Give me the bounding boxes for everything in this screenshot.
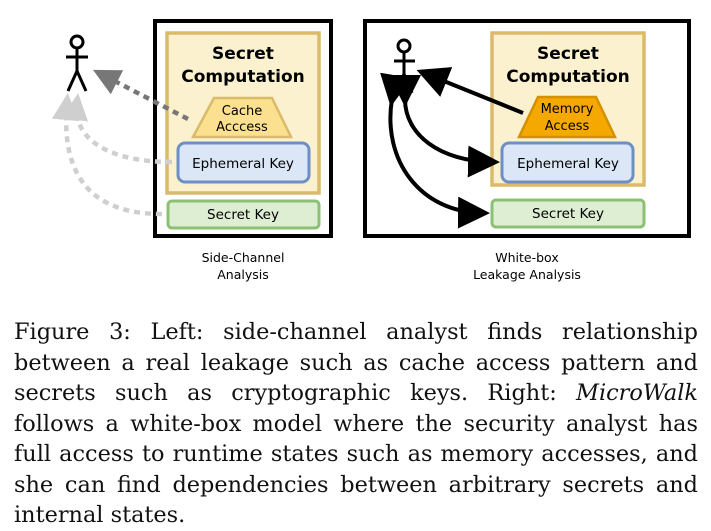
left-panel-caption-line2: Analysis: [217, 267, 269, 282]
left-secret-key-label: Secret Key: [207, 207, 279, 223]
right-memory-access-line2: Access: [545, 119, 590, 134]
right-secret-key-label: Secret Key: [532, 206, 604, 222]
right-memory-access-trapezoid: [517, 95, 617, 139]
caption-suffix: follows a white-box model where the secu…: [14, 410, 698, 529]
left-ephemeral-key-label: Ephemeral Key: [192, 156, 294, 172]
left-cache-access-line1: Cache: [222, 104, 262, 119]
left-arrow-cache-to-analyst: [93, 69, 190, 121]
right-secret-key-box: [490, 198, 646, 229]
left-computation-title-line1: Secret: [212, 44, 274, 64]
right-panel-caption-line1: White-box: [495, 250, 558, 265]
right-arrow-secret-analyst: [380, 72, 490, 229]
figure-caption: Figure 3: Left: side-channel analyst fin…: [14, 317, 698, 531]
left-panel-caption-line1: Side-Channel: [202, 250, 285, 265]
left-computation-title-line2: Computation: [181, 67, 304, 87]
right-computation-title-line1: Secret: [537, 44, 599, 64]
right-ephemeral-key-label: Ephemeral Key: [517, 156, 619, 172]
left-cache-access-line2: Acccess: [216, 120, 268, 135]
left-analyst-figure-icon: [66, 34, 88, 92]
left-secret-key-box: [166, 199, 321, 230]
left-ephemeral-key-box: [176, 141, 311, 184]
left-cache-access-trapezoid: [190, 96, 293, 139]
right-ephemeral-key-box: [500, 141, 635, 184]
figure-diagram: Secret Computation Cache Acccess Ephemer…: [51, 19, 691, 282]
caption-prefix: Figure 3: Left: side-channel analyst fin…: [14, 319, 698, 406]
right-panel-caption-line2: Leakage Analysis: [473, 267, 581, 282]
right-memory-access-line1: Memory: [541, 102, 594, 117]
right-computation-title-line2: Computation: [506, 67, 629, 87]
caption-emphasis: MicroWalk: [576, 380, 698, 406]
left-arrow-secret-to-analyst: [51, 93, 163, 217]
